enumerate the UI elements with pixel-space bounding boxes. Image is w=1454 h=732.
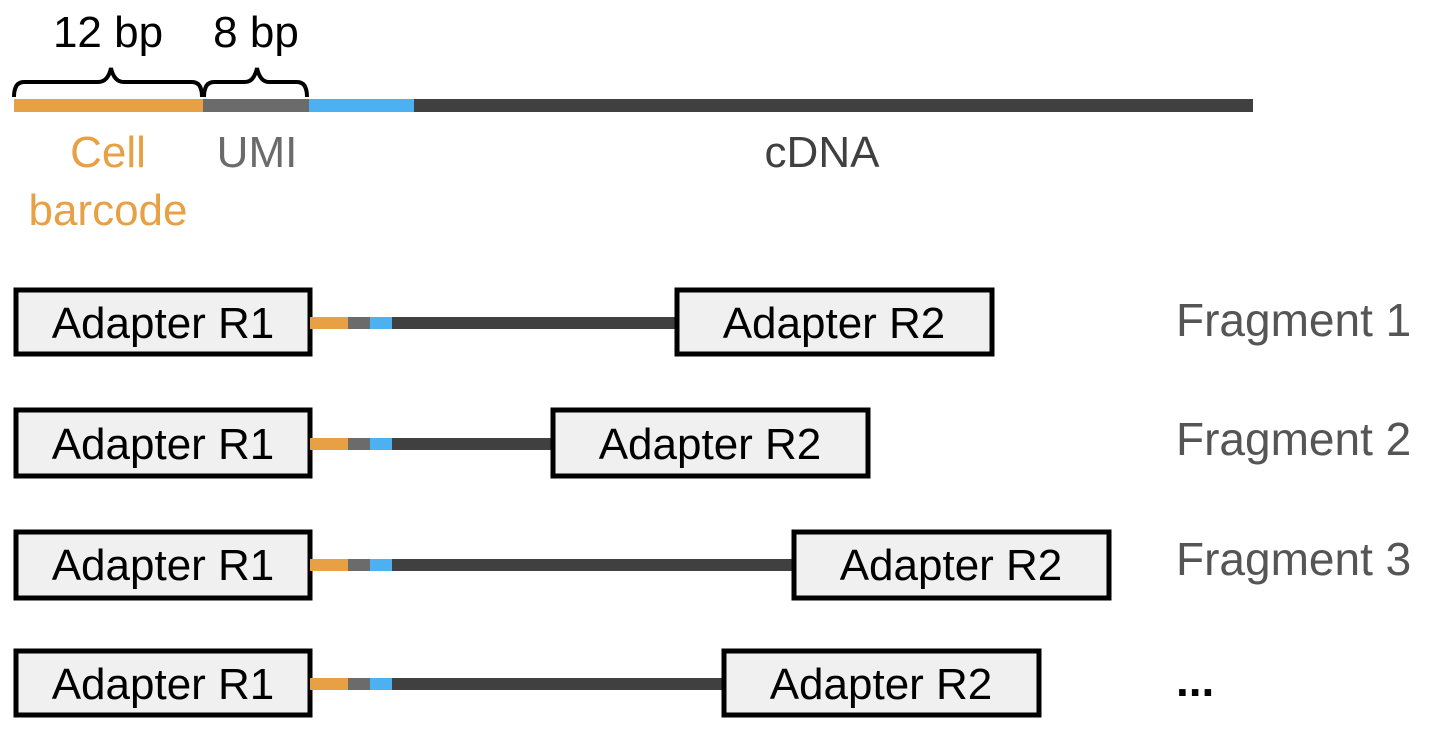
barcode-segment <box>310 317 348 329</box>
umi-brace <box>202 67 309 98</box>
linker-segment <box>370 317 392 329</box>
adapter-r1-box <box>13 407 313 479</box>
cdna-segment <box>392 559 794 571</box>
adapter-r2-box <box>791 529 1112 601</box>
umi-segment <box>348 559 370 571</box>
adapter-r2-box <box>674 287 995 357</box>
umi-segment <box>348 438 370 450</box>
cdna-segment <box>392 317 677 329</box>
fragment-1: Adapter R1 Adapter R2 Fragment 1 <box>13 287 1411 357</box>
fragment-2: Adapter R1 Adapter R2 Fragment 2 <box>13 407 1411 479</box>
adapter-r1-label: Adapter R1 <box>52 420 275 469</box>
fragment-3: Adapter R1 Adapter R2 Fragment 3 <box>13 529 1411 601</box>
fragment-label-ellipsis: ... <box>1176 654 1214 706</box>
fragment-label: Fragment 1 <box>1176 294 1411 346</box>
umi-length-label: 8 bp <box>213 8 299 57</box>
fragment-label: Fragment 2 <box>1176 413 1411 465</box>
fragment-label: Fragment 3 <box>1176 533 1411 585</box>
cdna-segment <box>392 438 553 450</box>
adapter-r2-label: Adapter R2 <box>723 299 946 348</box>
adapter-r1-label: Adapter R1 <box>52 299 275 348</box>
adapter-r2-label: Adapter R2 <box>840 541 1063 590</box>
read-structure: 12 bp 8 bp Cell barcode UMI cDNA <box>12 8 1253 235</box>
adapter-r1-box <box>13 529 313 601</box>
barcode-segment <box>310 438 348 450</box>
adapter-r2-box <box>550 407 871 479</box>
cdna-label: cDNA <box>765 128 881 177</box>
adapter-r2-box <box>721 648 1042 718</box>
linker-segment <box>370 438 392 450</box>
barcode-segment <box>310 559 348 571</box>
linker-segment <box>309 99 414 112</box>
umi-segment <box>348 678 370 690</box>
adapter-r1-box <box>13 287 313 357</box>
umi-label: UMI <box>217 128 298 177</box>
barcode-label-line1: Cell <box>70 128 146 177</box>
linker-segment <box>370 678 392 690</box>
barcode-brace <box>12 67 204 98</box>
linker-segment <box>370 559 392 571</box>
barcode-label-line2: barcode <box>28 186 187 235</box>
barcode-segment <box>310 678 348 690</box>
fragment-more: Adapter R1 Adapter R2 ... <box>13 648 1214 718</box>
barcode-length-label: 12 bp <box>53 8 163 57</box>
adapter-r1-label: Adapter R1 <box>52 541 275 590</box>
adapter-r2-label: Adapter R2 <box>599 420 822 469</box>
adapter-r1-label: Adapter R1 <box>52 660 275 709</box>
umi-segment <box>203 99 309 112</box>
cdna-segment <box>392 678 724 690</box>
cdna-segment <box>414 99 1253 112</box>
adapter-r2-label: Adapter R2 <box>770 660 993 709</box>
barcode-segment <box>14 99 203 112</box>
adapter-r1-box <box>13 648 313 718</box>
umi-segment <box>348 317 370 329</box>
